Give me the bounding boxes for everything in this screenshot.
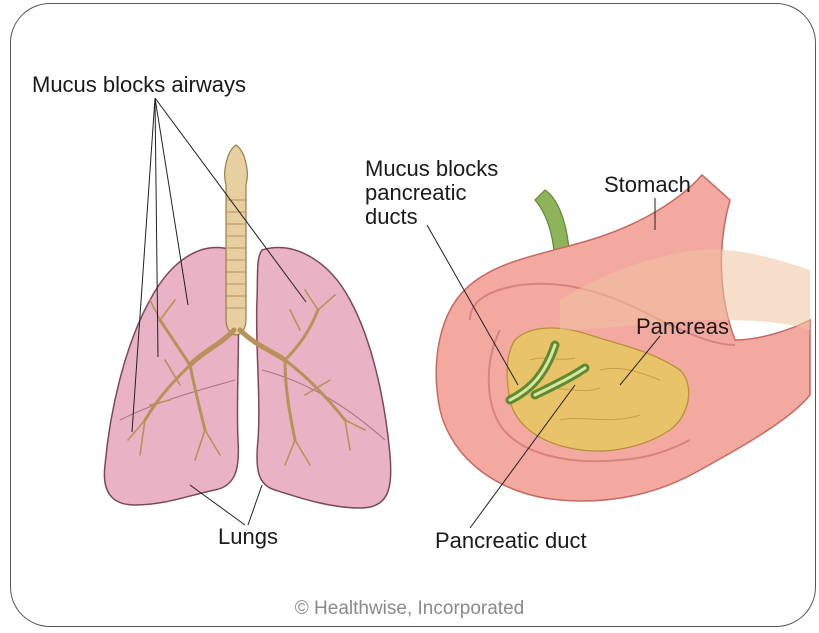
- label-mucus-blocks-pancreatic-ducts-line3: ducts: [365, 206, 418, 228]
- label-mucus-blocks-airways: Mucus blocks airways: [32, 74, 246, 96]
- copyright-notice: © Healthwise, Incorporated: [0, 598, 819, 620]
- trachea: [225, 145, 248, 335]
- stomach: [436, 175, 810, 501]
- label-mucus-blocks-pancreatic-ducts-line1: Mucus blocks: [365, 158, 498, 180]
- label-lungs: Lungs: [218, 526, 278, 548]
- left-lung: [104, 248, 238, 505]
- label-mucus-blocks-pancreatic-ducts-line2: pancreatic: [365, 182, 467, 204]
- lungs-illustration: [104, 145, 390, 508]
- label-stomach: Stomach: [604, 174, 691, 196]
- label-pancreatic-duct: Pancreatic duct: [435, 530, 587, 552]
- label-pancreas: Pancreas: [636, 316, 729, 338]
- right-lung: [257, 248, 391, 508]
- digestive-illustration: [436, 175, 810, 501]
